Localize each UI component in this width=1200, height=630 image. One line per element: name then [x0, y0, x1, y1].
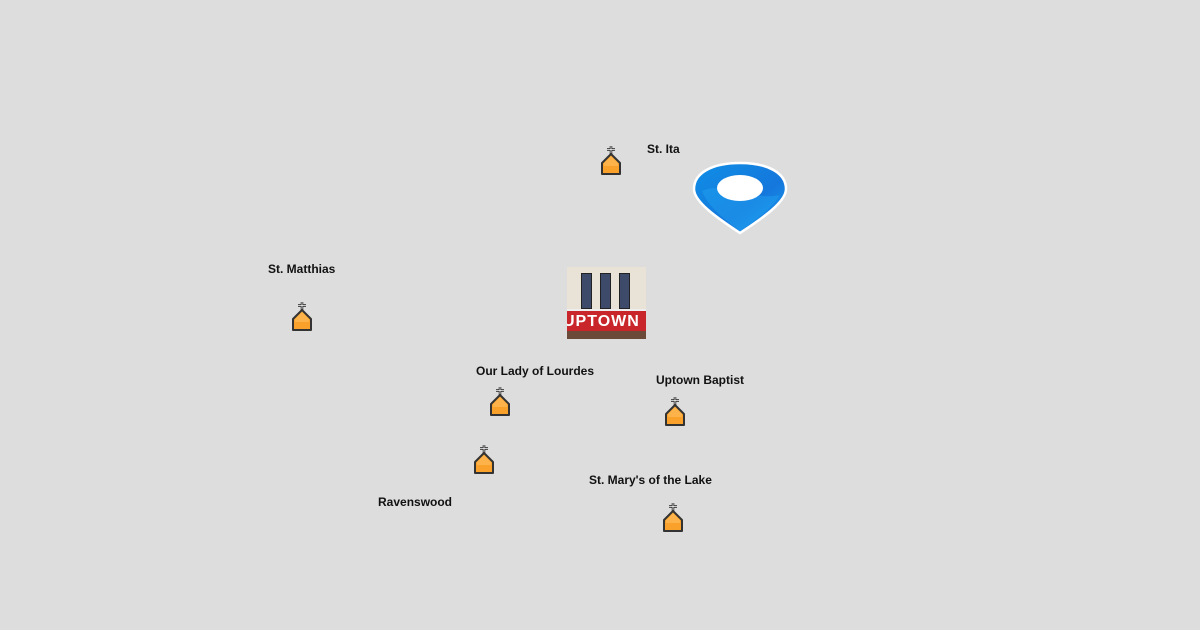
photo-window — [619, 273, 630, 309]
church-marker-st-marys-of-the-lake[interactable] — [661, 501, 685, 533]
place-label: Ravenswood — [378, 495, 453, 509]
photo-window — [600, 273, 611, 309]
place-label: St. Ita — [647, 142, 680, 156]
church-icon — [488, 385, 512, 417]
church-marker-uptown-baptist[interactable] — [663, 395, 687, 427]
location-pin-icon — [692, 161, 788, 235]
photo-window — [581, 273, 592, 309]
photo-base — [567, 331, 646, 339]
church-marker-ravenswood[interactable] — [472, 443, 496, 475]
place-label: Our Lady of Lourdes — [476, 364, 595, 378]
church-icon — [661, 501, 685, 533]
church-marker-st-matthias[interactable] — [290, 300, 314, 332]
place-label: St. Matthias — [268, 262, 336, 276]
uptown-theatre-photo[interactable]: UPTOWN — [567, 267, 646, 339]
church-marker-st-ita[interactable] — [599, 144, 623, 176]
place-label: St. Mary's of the Lake — [589, 473, 712, 487]
location-pin[interactable] — [692, 161, 788, 235]
place-label: Uptown Baptist — [656, 373, 744, 387]
church-icon — [663, 395, 687, 427]
church-icon — [290, 300, 314, 332]
uptown-sign: UPTOWN — [567, 309, 646, 333]
church-icon — [599, 144, 623, 176]
church-icon — [472, 443, 496, 475]
church-marker-our-lady-of-lourdes[interactable] — [488, 385, 512, 417]
